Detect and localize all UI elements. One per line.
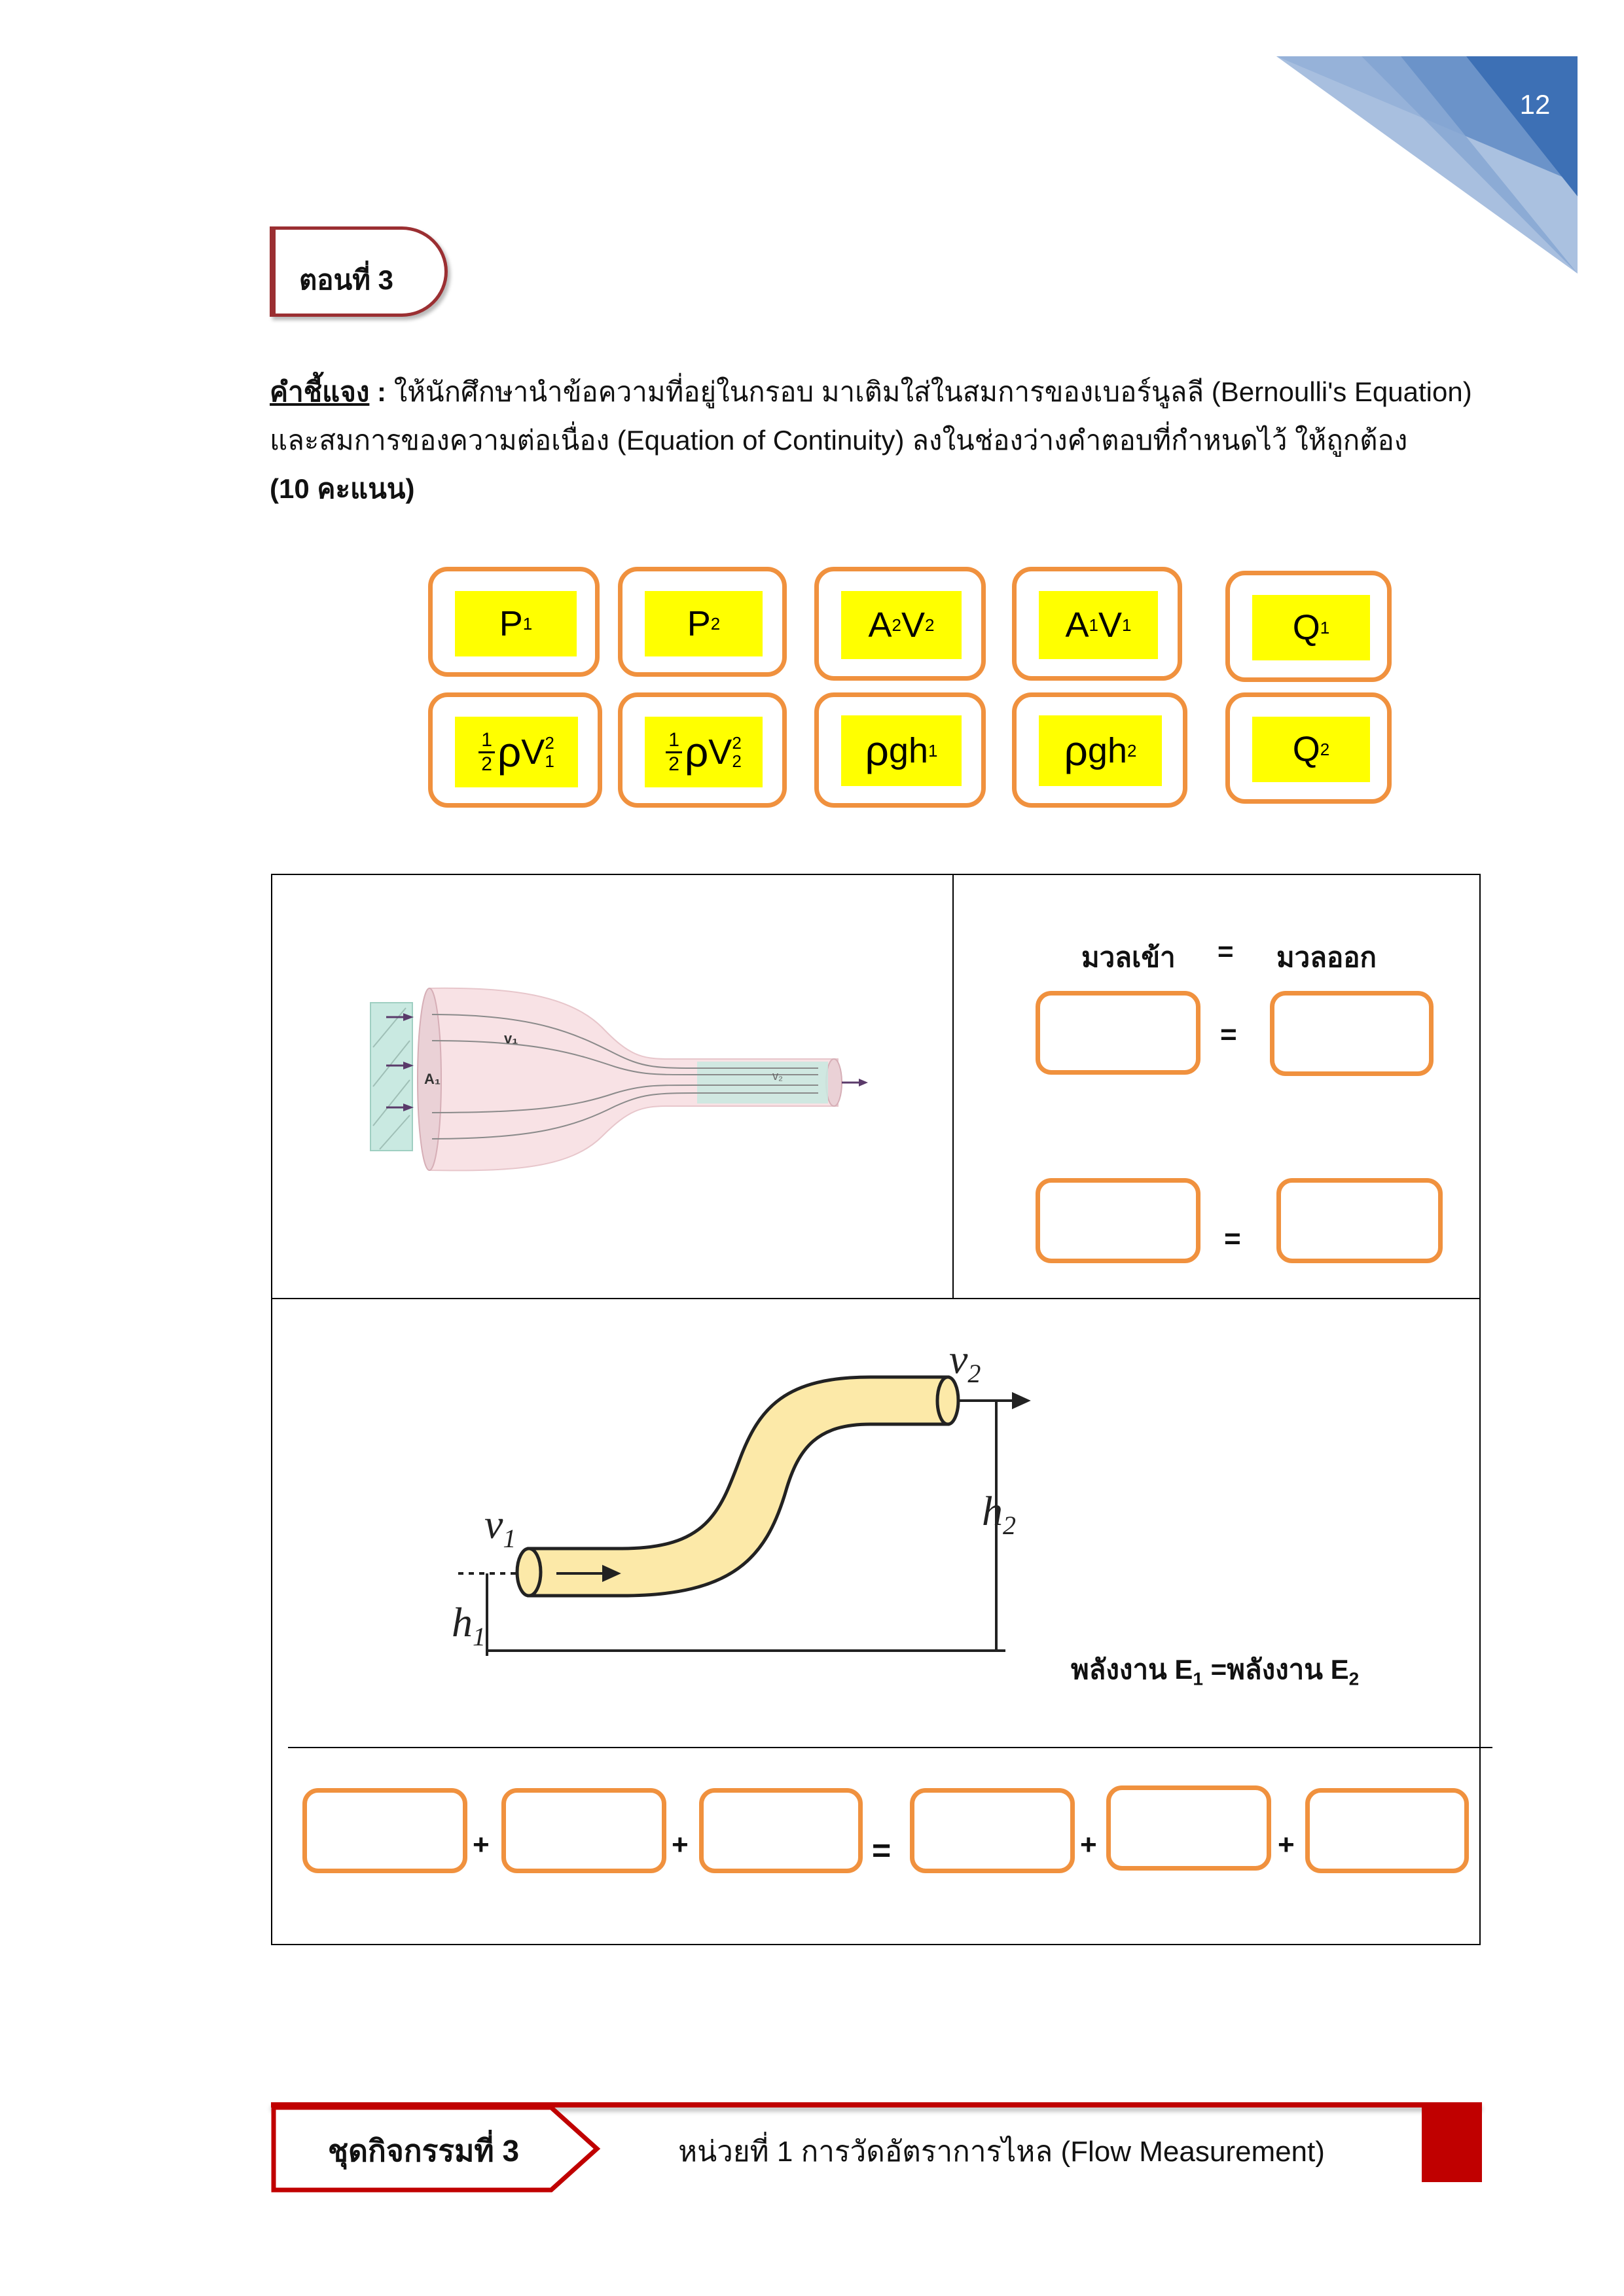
part-label-tab: ตอนที่ 3	[270, 226, 448, 317]
footer-activity-tab	[271, 2105, 601, 2193]
table-divider-row-1	[271, 1298, 1481, 1299]
bernoulli-answer-6[interactable]	[1305, 1788, 1469, 1873]
mass-in-label: มวลเข้า	[1081, 942, 1176, 973]
bernoulli-answer-4[interactable]	[910, 1788, 1075, 1873]
mass-out-label: มวลออก	[1276, 942, 1377, 973]
work-table	[271, 874, 1481, 1945]
plus-sign-1: +	[473, 1829, 490, 1861]
bernoulli-answer-1[interactable]	[302, 1788, 467, 1873]
continuity-answer-1-right[interactable]	[1270, 991, 1434, 1076]
instructions-score: (10 คะแนน)	[270, 473, 415, 504]
footer-accent-block	[1422, 2102, 1482, 2182]
continuity-answer-2-left[interactable]	[1036, 1178, 1200, 1263]
instructions-colon: :	[369, 376, 387, 407]
bernoulli-label-v2: v2	[949, 1348, 981, 1388]
bernoulli-label-h2: h2	[982, 1488, 1016, 1540]
instructions-lead: คำชี้แจง	[270, 376, 370, 407]
continuity-equals-1: =	[1220, 1018, 1237, 1050]
continuity-answer-1-left[interactable]	[1036, 991, 1200, 1075]
instructions: คำชี้แจง : ให้นักศึกษานำข้อความที่อยู่ใน…	[270, 368, 1474, 513]
bernoulli-answer-2[interactable]	[501, 1788, 666, 1873]
plus-sign-4: +	[1278, 1829, 1295, 1861]
plus-sign-2: +	[672, 1829, 689, 1861]
footer-unit-title: หน่วยที่ 1 การวัดอัตราการไหล (Flow Measu…	[678, 2136, 1325, 2168]
table-divider-vertical	[952, 874, 954, 1298]
footer-activity-label: ชุดกิจกรรมที่ 3	[327, 2134, 520, 2168]
part-label: ตอนที่ 3	[299, 264, 393, 295]
continuity-equals-2: =	[1224, 1223, 1241, 1255]
energy-label: พลังงาน E1 =พลังงาน E2	[1071, 1654, 1360, 1689]
bernoulli-pipe-figure: v1 h1 v2 h2	[452, 1348, 1031, 1656]
instructions-line-1: คำชี้แจง : ให้นักศึกษานำข้อความที่อยู่ใน…	[270, 368, 1474, 416]
instructions-line-2: และสมการของความต่อเนื่อง (Equation of Co…	[270, 425, 1408, 456]
bernoulli-answer-3[interactable]	[699, 1788, 863, 1873]
continuity-label-a1: A₁	[424, 1071, 441, 1087]
page-number: 12	[1519, 89, 1551, 120]
continuity-answer-2-right[interactable]	[1276, 1178, 1443, 1263]
continuity-label-v2: v₂	[772, 1069, 783, 1083]
bernoulli-equals-sign: =	[872, 1832, 892, 1869]
instructions-text-1: ให้นักศึกษานำข้อความที่อยู่ในกรอบ มาเติม…	[386, 376, 1472, 407]
plus-sign-3: +	[1080, 1829, 1097, 1861]
footer-rule	[271, 2102, 1482, 2108]
bernoulli-label-v1: v1	[484, 1501, 516, 1553]
mass-equals-sign: =	[1218, 936, 1234, 967]
bernoulli-label-h1: h1	[452, 1599, 486, 1651]
continuity-label-v1: v₁	[504, 1030, 518, 1047]
continuity-pipe-figure: v₁ A₁ v₂	[370, 987, 868, 1172]
bernoulli-answer-5[interactable]	[1106, 1785, 1271, 1871]
table-divider-row-2	[288, 1747, 1492, 1748]
